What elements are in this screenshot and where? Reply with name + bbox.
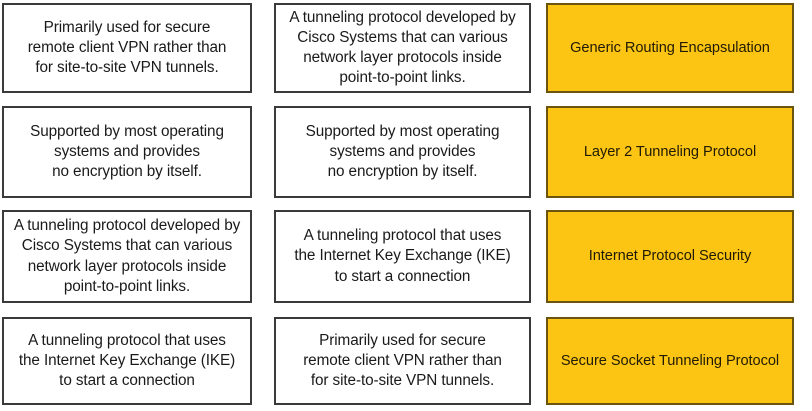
description-text: A tunneling protocol developed by Cisco … [289, 8, 516, 87]
description-card[interactable]: A tunneling protocol that uses the Inter… [2, 317, 252, 405]
answer-card[interactable]: Secure Socket Tunneling Protocol [546, 317, 794, 405]
description-card[interactable]: Primarily used for secure remote client … [2, 3, 252, 93]
grid-cell: Internet Protocol Security [537, 209, 799, 316]
description-card[interactable]: A tunneling protocol developed by Cisco … [2, 210, 252, 303]
description-card[interactable]: Primarily used for secure remote client … [274, 317, 531, 405]
answer-text: Generic Routing Encapsulation [570, 39, 770, 56]
grid-cell: Secure Socket Tunneling Protocol [537, 316, 799, 411]
grid-cell: A tunneling protocol developed by Cisco … [2, 209, 262, 316]
grid-cell: Layer 2 Tunneling Protocol [537, 105, 799, 209]
description-text: Primarily used for secure remote client … [27, 18, 227, 77]
description-text: A tunneling protocol developed by Cisco … [13, 217, 241, 295]
answer-card[interactable]: Internet Protocol Security [546, 210, 794, 303]
description-text: A tunneling protocol that uses the Inter… [18, 331, 236, 390]
grid-cell: Supported by most operating systems and … [262, 105, 537, 209]
answer-card[interactable]: Layer 2 Tunneling Protocol [546, 106, 794, 198]
description-card[interactable]: A tunneling protocol that uses the Inter… [274, 210, 531, 303]
grid-cell: Generic Routing Encapsulation [537, 1, 799, 105]
description-card[interactable]: Supported by most operating systems and … [274, 106, 531, 198]
description-text: Primarily used for secure remote client … [303, 331, 502, 390]
grid-cell: Supported by most operating systems and … [2, 105, 262, 209]
grid-cell: A tunneling protocol developed by Cisco … [262, 1, 537, 105]
grid-cell: Primarily used for secure remote client … [262, 316, 537, 411]
description-text: A tunneling protocol that uses the Inter… [294, 227, 511, 285]
grid-cell: Primarily used for secure remote client … [2, 1, 262, 105]
description-card[interactable]: Supported by most operating systems and … [2, 106, 252, 198]
answer-text: Secure Socket Tunneling Protocol [560, 352, 780, 369]
grid-cell: A tunneling protocol that uses the Inter… [2, 316, 262, 411]
description-text: Supported by most operating systems and … [30, 122, 224, 181]
description-card[interactable]: A tunneling protocol developed by Cisco … [274, 3, 531, 93]
grid-cell: A tunneling protocol that uses the Inter… [262, 209, 537, 316]
answer-text: Internet Protocol Security [588, 248, 752, 265]
answer-card[interactable]: Generic Routing Encapsulation [546, 3, 794, 93]
answer-text: Layer 2 Tunneling Protocol [583, 143, 757, 160]
description-text: Supported by most operating systems and … [305, 122, 500, 181]
